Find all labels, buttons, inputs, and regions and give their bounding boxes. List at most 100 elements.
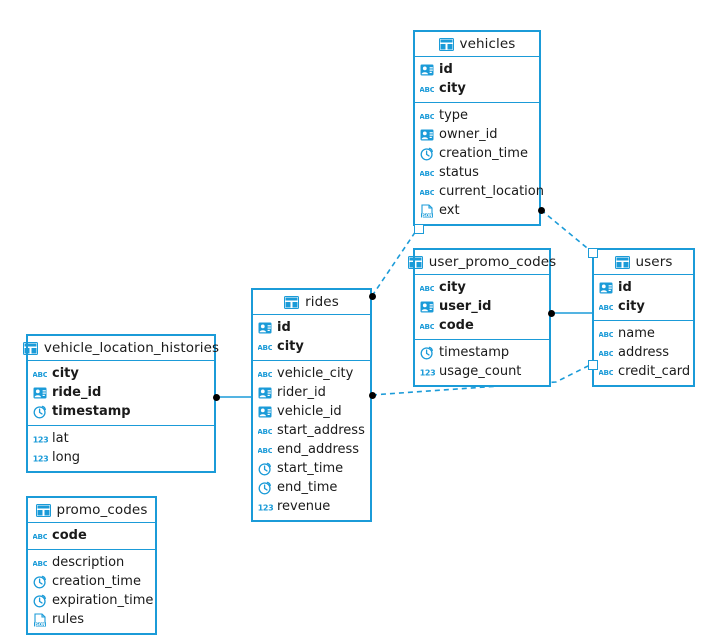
- entity-title: vehicles: [459, 36, 516, 52]
- primary-key-field[interactable]: timestamp: [28, 402, 214, 421]
- entity-header-users[interactable]: users: [594, 250, 693, 275]
- key-id-icon: [420, 300, 434, 314]
- number-icon: 123: [258, 500, 273, 514]
- primary-key-field[interactable]: ABC city: [594, 297, 693, 316]
- key-id-icon: [420, 128, 434, 142]
- relationship-edge-rel-vehicles-users[interactable]: [540, 209, 593, 253]
- field-label: timestamp: [52, 404, 131, 419]
- column-field[interactable]: creation_time: [415, 144, 539, 163]
- abc-text-icon: ABC: [33, 556, 47, 570]
- field-label: current_location: [439, 184, 544, 199]
- svg-text:123: 123: [33, 435, 48, 444]
- key-id-icon: [258, 405, 272, 419]
- entity-header-rides[interactable]: rides: [253, 290, 370, 315]
- primary-key-field[interactable]: user_id: [415, 297, 549, 316]
- field-label: rules: [52, 612, 84, 627]
- abc-text-icon: ABC: [420, 82, 434, 96]
- field-label: creation_time: [439, 146, 528, 161]
- svg-text:ABC: ABC: [420, 169, 434, 178]
- column-field[interactable]: end_time: [253, 478, 370, 497]
- column-field[interactable]: expiration_time: [28, 591, 155, 610]
- svg-text:123: 123: [420, 368, 435, 377]
- entity-header-user_promo_codes[interactable]: user_promo_codes: [407, 250, 556, 275]
- key-id-icon: [420, 63, 434, 77]
- primary-key-field[interactable]: id: [253, 318, 370, 337]
- entity-header-vehicle_location_histories[interactable]: vehicle_location_histories: [22, 336, 219, 361]
- field-label: code: [439, 318, 474, 333]
- field-label: user_id: [439, 299, 492, 314]
- primary-key-field[interactable]: ride_id: [28, 383, 214, 402]
- abc-text-icon: ABC: [420, 109, 434, 123]
- column-field[interactable]: ABC type: [415, 106, 539, 125]
- clock-icon: [258, 462, 272, 476]
- column-field[interactable]: 123 revenue: [253, 497, 370, 516]
- abc-text-icon: ABC: [599, 327, 613, 341]
- column-field[interactable]: owner_id: [415, 125, 539, 144]
- svg-text:JSON: JSON: [34, 621, 46, 626]
- field-label: type: [439, 108, 469, 123]
- column-field[interactable]: timestamp: [415, 343, 549, 362]
- field-label: id: [277, 320, 291, 335]
- clock-icon: [420, 147, 434, 161]
- json-icon: JSON: [420, 203, 434, 218]
- field-label: id: [618, 280, 632, 295]
- svg-text:ABC: ABC: [420, 112, 434, 121]
- field-label: address: [618, 345, 670, 360]
- svg-text:ABC: ABC: [33, 559, 47, 568]
- entity-header-vehicles[interactable]: vehicles: [415, 32, 539, 57]
- column-field[interactable]: start_time: [253, 459, 370, 478]
- column-field[interactable]: rider_id: [253, 383, 370, 402]
- svg-text:ABC: ABC: [258, 427, 272, 436]
- primary-key-field[interactable]: id: [594, 278, 693, 297]
- table-grid-icon: [438, 37, 454, 51]
- entity-title: rides: [305, 294, 339, 310]
- field-label: owner_id: [439, 127, 498, 142]
- field-label: city: [618, 299, 645, 314]
- field-label: revenue: [277, 499, 331, 514]
- column-field[interactable]: JSON rules: [28, 610, 155, 629]
- abc-text-icon: ABC: [599, 300, 613, 314]
- field-label: end_address: [277, 442, 360, 457]
- abc-text-icon: ABC: [420, 166, 434, 180]
- svg-text:123: 123: [33, 454, 48, 463]
- svg-text:ABC: ABC: [420, 284, 434, 293]
- column-field[interactable]: vehicle_id: [253, 402, 370, 421]
- column-field[interactable]: creation_time: [28, 572, 155, 591]
- relationship-endpoint-square: [588, 360, 598, 370]
- primary-key-field[interactable]: id: [415, 60, 539, 79]
- entity-header-promo_codes[interactable]: promo_codes: [28, 498, 155, 523]
- table-grid-icon: [35, 503, 51, 517]
- key-id-icon: [258, 321, 272, 335]
- svg-text:JSON: JSON: [421, 212, 433, 217]
